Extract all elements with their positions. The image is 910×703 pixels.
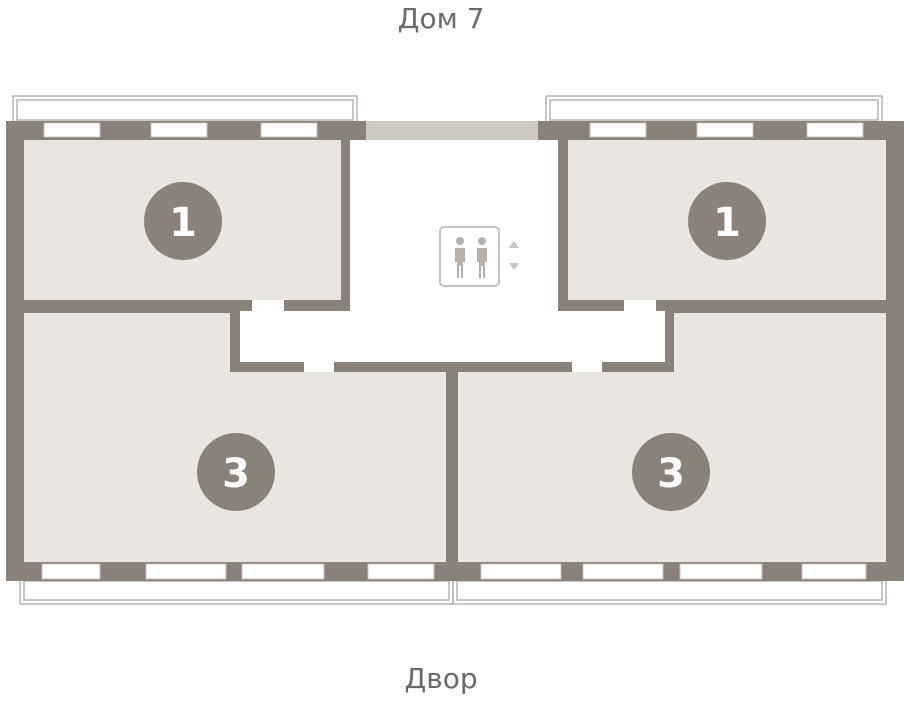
apartment-badge-top-left[interactable]: 1 <box>144 182 222 260</box>
apartment-rooms-label: 1 <box>169 200 197 246</box>
door-bottom-right <box>572 362 602 372</box>
door-bottom-left <box>304 362 334 372</box>
up-down-arrows-icon <box>509 241 519 270</box>
balconies <box>12 95 887 605</box>
apartment-rooms-label: 3 <box>222 451 250 497</box>
apartment-badge-top-right[interactable]: 1 <box>688 182 766 260</box>
elevator-icon <box>439 226 500 287</box>
windows-bottom <box>41 563 867 580</box>
shaft-strip <box>366 121 538 140</box>
apartment-badge-bottom-left[interactable]: 3 <box>197 433 275 511</box>
corridor <box>240 140 665 362</box>
doorways <box>252 300 656 372</box>
balcony-top-right-inner <box>549 99 879 121</box>
apartment-rooms-label: 1 <box>713 200 741 246</box>
windows-top <box>43 122 864 138</box>
balcony-bottom-left-inner <box>23 580 450 601</box>
balcony-top-left-inner <box>16 99 354 121</box>
balcony-bottom-right-inner <box>456 580 883 601</box>
door-top-right <box>624 300 656 313</box>
building-label: Дом 7 <box>397 2 485 35</box>
apartment-rooms-label: 3 <box>657 451 685 497</box>
apartment-badge-bottom-right[interactable]: 3 <box>632 433 710 511</box>
courtyard-label: Двор <box>404 662 478 695</box>
door-top-left <box>252 300 284 313</box>
